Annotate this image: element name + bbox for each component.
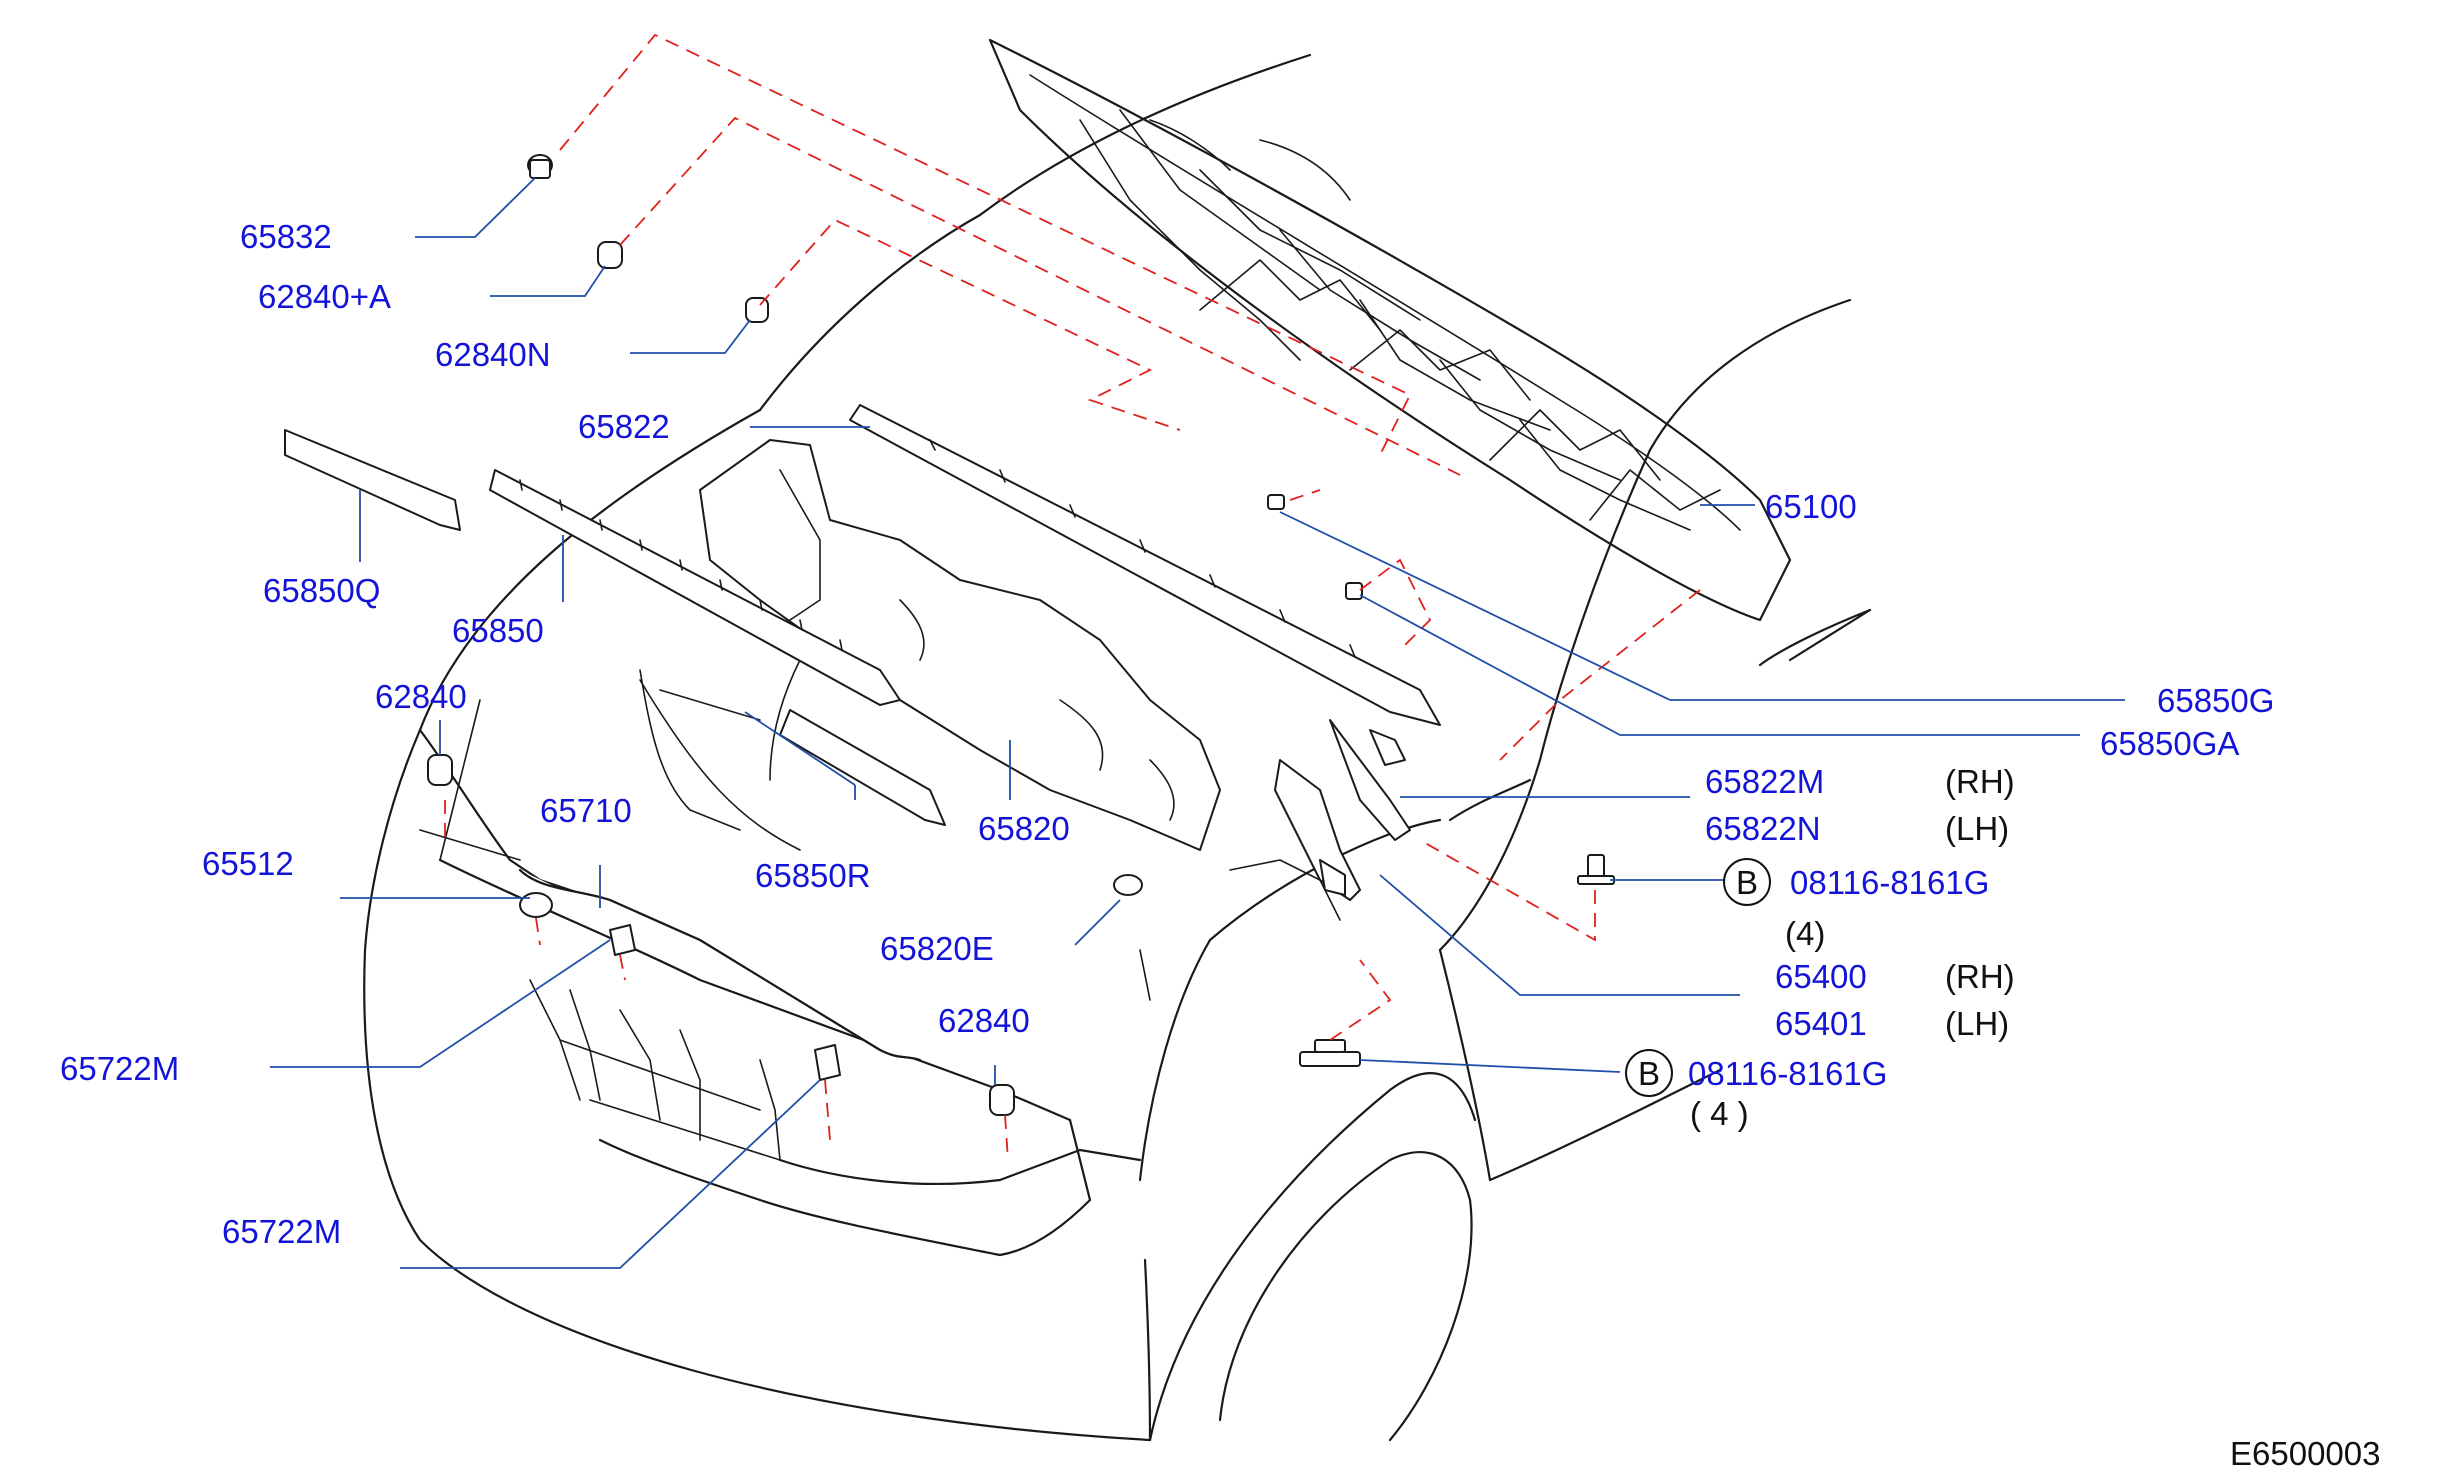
label-65850R: 65850R — [755, 857, 871, 894]
clip-65820E — [1113, 874, 1143, 896]
bumper-62840N — [745, 297, 769, 323]
clip-65722M-a — [609, 924, 636, 956]
label-65722M-b: 65722M — [222, 1213, 341, 1250]
bumper-62840-front — [989, 1084, 1015, 1116]
label-65400: 65400 — [1775, 958, 1867, 995]
note-lh-1: (LH) — [1945, 810, 2009, 847]
leader-lines — [270, 177, 2125, 1269]
label-65832: 65832 — [240, 218, 332, 255]
note-rh-1: (RH) — [1945, 763, 2015, 800]
hood-panel — [988, 38, 1792, 622]
seal-strip-65822 — [849, 404, 1441, 726]
label-62840A: 62840+A — [258, 278, 391, 315]
b-marker-b-text: B — [1638, 1055, 1660, 1092]
diagram-id: E6500003 — [2230, 1435, 2380, 1472]
clip-65722M-b — [814, 1044, 841, 1081]
hood-insulator-65820 — [699, 439, 1221, 851]
label-65822: 65822 — [578, 408, 670, 445]
clip-65850GA — [1345, 582, 1363, 600]
label-65850Q: 65850Q — [263, 572, 380, 609]
bolt-upper — [1577, 854, 1615, 885]
label-65820E: 65820E — [880, 930, 994, 967]
label-bolt-a: 08116-8161G — [1790, 864, 1989, 901]
release-cable-65710 — [518, 868, 922, 1062]
label-62840N: 62840N — [435, 336, 551, 373]
b-marker-b — [1625, 1049, 1673, 1097]
note-qty-a: (4) — [1785, 915, 1825, 952]
label-62840-left: 62840 — [375, 678, 467, 715]
clip-65512 — [519, 892, 553, 918]
label-62840-front: 62840 — [938, 1002, 1030, 1039]
label-65512: 65512 — [202, 845, 294, 882]
clip-65850G — [1267, 494, 1285, 510]
assembly-lines — [444, 33, 1701, 1161]
label-65850: 65850 — [452, 612, 544, 649]
label-65401: 65401 — [1775, 1005, 1867, 1042]
note-qty-b: ( 4 ) — [1690, 1095, 1749, 1132]
hood-hinge-65400 — [1274, 719, 1411, 901]
label-65822N: 65822N — [1705, 810, 1821, 847]
label-bolt-b: 08116-8161G — [1688, 1055, 1887, 1092]
bolt-lower — [1299, 1039, 1361, 1067]
strip-65850 — [489, 469, 901, 706]
b-marker-a-text: B — [1736, 864, 1758, 901]
bumper-62840-left — [427, 754, 453, 786]
bumper-62840A — [597, 241, 623, 269]
label-65850GA: 65850GA — [2100, 725, 2239, 762]
strip-65850Q — [284, 429, 461, 531]
hood-stay-65822M — [1369, 729, 1406, 766]
label-65820: 65820 — [978, 810, 1070, 847]
note-lh-2: (LH) — [1945, 1005, 2009, 1042]
part-labels: 65832 62840+A 62840N 65822 65100 65850Q … — [60, 218, 2274, 1250]
label-65722M-a: 65722M — [60, 1050, 179, 1087]
clip-65832 — [527, 154, 553, 179]
strip-65850R — [779, 709, 946, 826]
side-notes: (RH) (LH) (RH) (LH) (4) ( 4 ) B B — [1625, 763, 2015, 1132]
label-65822M: 65822M — [1705, 763, 1824, 800]
note-rh-2: (RH) — [1945, 958, 2015, 995]
label-65850G: 65850G — [2157, 682, 2274, 719]
b-marker-a — [1723, 858, 1771, 906]
label-65710: 65710 — [540, 792, 632, 829]
label-65100: 65100 — [1765, 488, 1857, 525]
